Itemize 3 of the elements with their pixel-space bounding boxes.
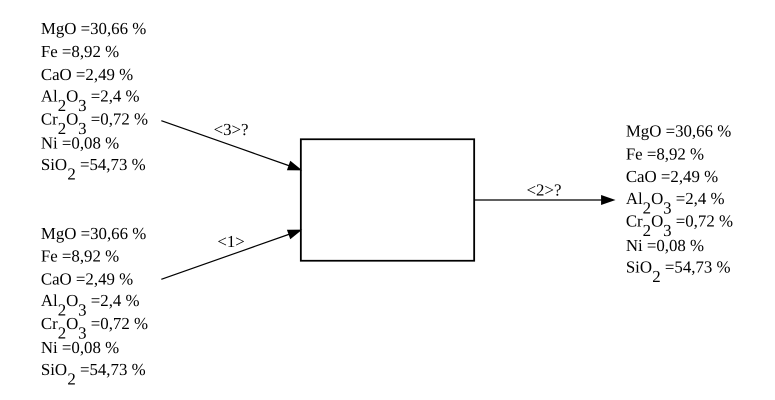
edge-label: <2>? (526, 180, 562, 200)
edge-label: <1> (217, 232, 245, 252)
edge-label: <3>? (214, 120, 248, 140)
